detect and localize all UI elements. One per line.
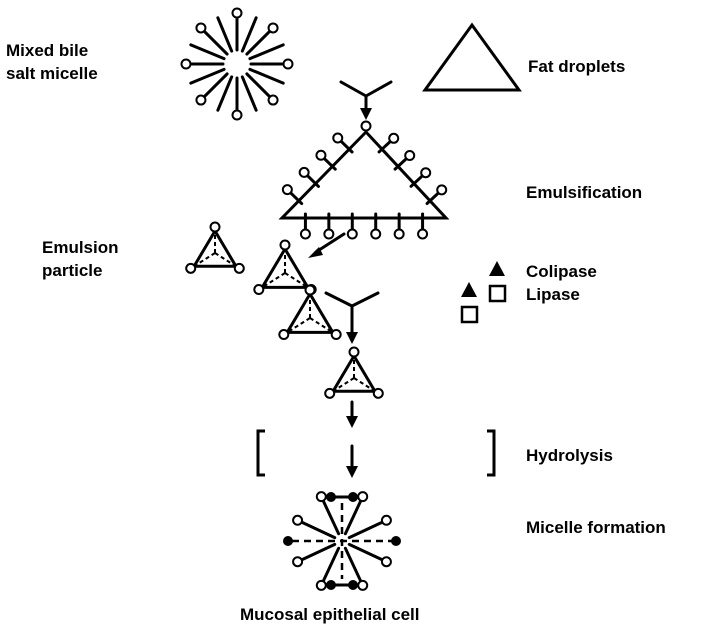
bile-salt-head — [317, 581, 326, 590]
bile-salt-head — [269, 96, 278, 105]
fat-droplet-icon — [425, 25, 519, 90]
bile-salt-head — [348, 230, 357, 239]
bile-salt-head — [233, 111, 242, 120]
fatty-acid-head — [327, 493, 336, 502]
label-mixed-bile-1: Mixed bile — [6, 40, 88, 61]
bile-salt-spoke — [323, 548, 338, 581]
bile-salt-head — [317, 492, 326, 501]
particle-outline — [262, 249, 308, 287]
particle-head — [332, 330, 341, 339]
right-bracket-icon — [487, 431, 494, 475]
particle-head — [350, 348, 359, 357]
lipase-square-icon — [490, 286, 505, 301]
particle-head — [325, 389, 334, 398]
bile-salt-head — [293, 557, 302, 566]
bile-salt-head — [333, 134, 342, 143]
particle-head — [254, 285, 263, 294]
label-mixed-bile-2: salt micelle — [6, 63, 98, 84]
arrow-down-icon-3 — [346, 446, 358, 478]
bile-salt-head — [283, 185, 292, 194]
particle-head — [235, 264, 244, 273]
mixed-micelle-icon — [284, 492, 401, 590]
particle-head — [211, 223, 220, 232]
particle-head — [281, 241, 290, 250]
lipase-square-icon-2 — [462, 307, 477, 322]
particle-outline — [287, 294, 333, 332]
bile-salt-head — [269, 23, 278, 32]
label-lipase: Lipase — [526, 284, 580, 305]
bile-salt-head — [301, 230, 310, 239]
bile-salt-head — [284, 60, 293, 69]
particle-head — [374, 389, 383, 398]
bile-salt-head — [300, 168, 309, 177]
fatty-acid-head — [392, 537, 401, 546]
fatty-acid-head — [349, 493, 358, 502]
colipase-lipase-legend — [461, 261, 505, 322]
fatty-acid-head — [349, 581, 358, 590]
bile-salt-head — [362, 122, 371, 131]
bile-salt-head — [358, 581, 367, 590]
bile-salt-spoke — [323, 501, 338, 534]
colipase-triangle-icon-2 — [461, 282, 477, 297]
bile-salt-head — [382, 557, 391, 566]
bile-salt-head — [316, 151, 325, 160]
particle-head — [186, 264, 195, 273]
bile-salt-head — [371, 230, 380, 239]
arrow-down-icon-2 — [346, 402, 358, 428]
bile-salt-spoke — [302, 522, 335, 537]
bile-salt-spoke — [345, 548, 360, 581]
bile-salt-head — [196, 23, 205, 32]
particle-head — [279, 330, 288, 339]
label-colipase: Colipase — [526, 261, 597, 282]
bile-salt-head — [437, 185, 446, 194]
bile-salt-join-icon — [341, 82, 391, 110]
label-micelle-formation: Micelle formation — [526, 517, 666, 538]
bile-salt-spoke — [349, 544, 382, 559]
bile-salt-head — [382, 516, 391, 525]
bile-salt-head — [293, 516, 302, 525]
label-emulsion-1: Emulsion — [42, 237, 119, 258]
bile-salt-head — [196, 96, 205, 105]
bile-salt-head — [389, 134, 398, 143]
bile-salt-spoke — [349, 522, 382, 537]
bile-salt-spoke — [345, 501, 360, 534]
left-bracket-icon — [258, 431, 265, 475]
fatty-acid-head — [327, 581, 336, 590]
bile-salt-micelle-icon — [182, 9, 293, 120]
colipase-triangle-icon — [489, 261, 505, 276]
bile-salt-spoke — [302, 544, 335, 559]
particle-head — [306, 286, 315, 295]
emulsified-droplet-icon — [282, 122, 446, 239]
label-hydrolysis: Hydrolysis — [526, 445, 613, 466]
label-mucosal-cell: Mucosal epithelial cell — [240, 604, 420, 625]
arrow-down-icon — [360, 108, 372, 120]
bile-salt-head — [358, 492, 367, 501]
label-emulsification: Emulsification — [526, 182, 642, 203]
bile-salt-head — [182, 60, 191, 69]
label-emulsion-2: particle — [42, 260, 102, 281]
bile-salt-head — [395, 230, 404, 239]
bile-salt-head — [324, 230, 333, 239]
bile-salt-head — [233, 9, 242, 18]
bile-salt-head — [405, 151, 414, 160]
bile-salt-head — [421, 168, 430, 177]
bile-salt-head — [418, 230, 427, 239]
fatty-acid-head — [284, 537, 293, 546]
label-fat-droplets: Fat droplets — [528, 56, 625, 77]
